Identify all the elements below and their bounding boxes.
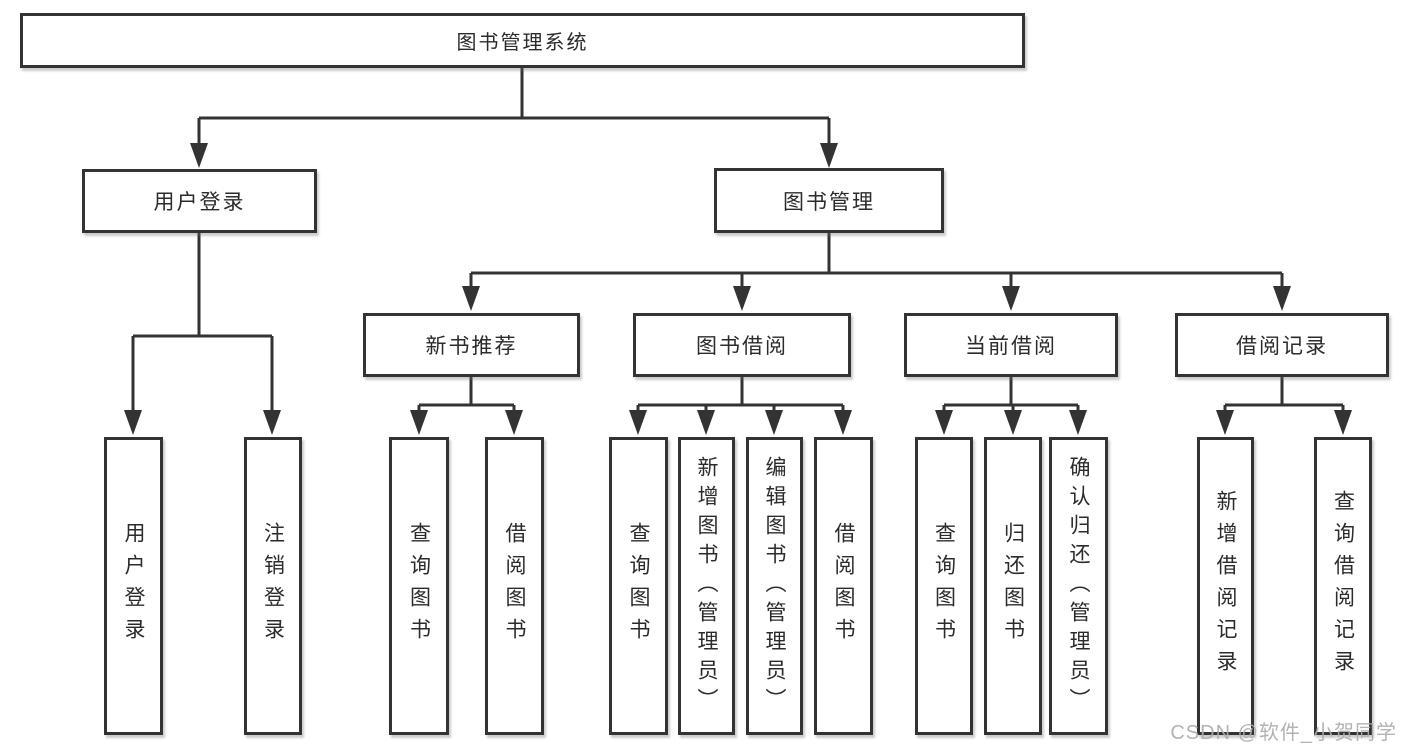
leaf-confirm-return-admin: 确认归还（管理员） (1049, 437, 1108, 735)
leaf-query-books-current: 查询图书 (915, 437, 973, 735)
leaf-logout: 注销登录 (244, 437, 302, 735)
node-book-borrow: 图书借阅 (633, 313, 851, 377)
leaf-borrow-books-recommend: 借阅图书 (485, 437, 544, 735)
leaf-user-login: 用户登录 (104, 437, 163, 735)
leaf-query-books-borrow: 查询图书 (609, 437, 668, 735)
leaf-add-books-admin: 新增图书（管理员） (678, 437, 735, 735)
node-user-login: 用户登录 (82, 169, 317, 233)
leaf-add-borrow-record: 新增借阅记录 (1197, 437, 1254, 735)
node-book-management: 图书管理 (714, 168, 944, 233)
leaf-borrow-books: 借阅图书 (814, 437, 873, 735)
leaf-query-borrow-record: 查询借阅记录 (1314, 437, 1372, 735)
node-root: 图书管理系统 (20, 13, 1025, 68)
node-new-book-recommend: 新书推荐 (363, 313, 580, 377)
leaf-edit-books-admin: 编辑图书（管理员） (746, 437, 803, 735)
node-borrow-record: 借阅记录 (1175, 313, 1389, 377)
leaf-query-books-recommend: 查询图书 (389, 437, 449, 735)
node-current-borrow: 当前借阅 (904, 313, 1118, 377)
leaf-return-books: 归还图书 (984, 437, 1042, 735)
csdn-watermark: CSDN @软件_小贺同学 (1170, 722, 1397, 744)
